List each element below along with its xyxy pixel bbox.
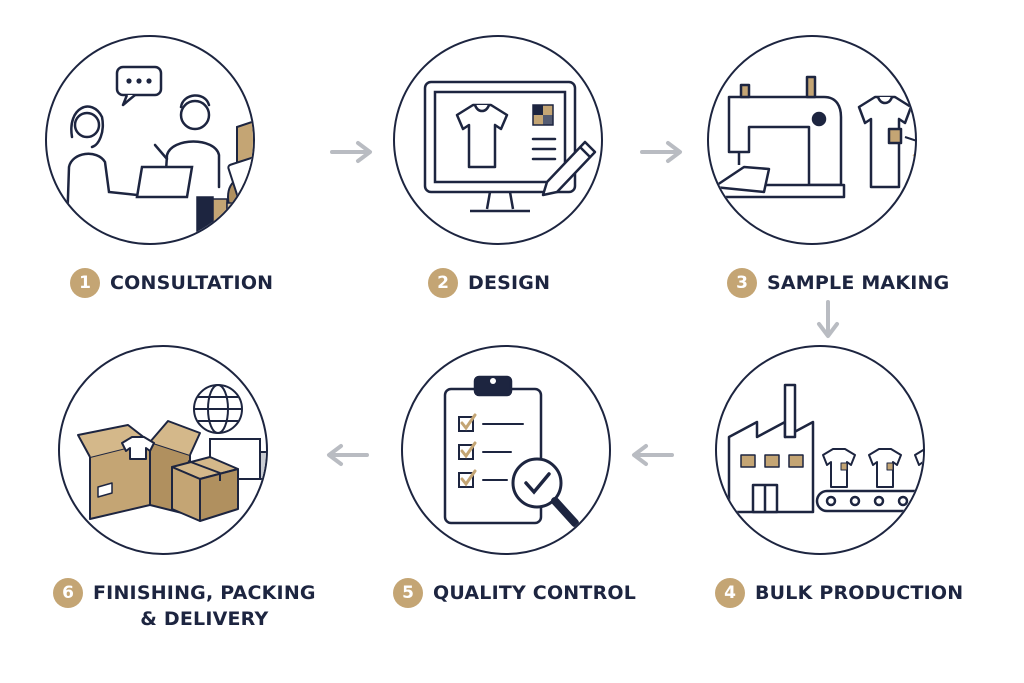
step-title-line-1: FINISHING, PACKING (93, 582, 316, 604)
step-5-label: 5 QUALITY CONTROL (393, 578, 636, 608)
sample-making-circle (707, 35, 917, 245)
sample-tshirt-icon (857, 95, 913, 189)
text-lines-icon (531, 137, 557, 161)
magnifier-check-icon (511, 457, 579, 527)
arrow-left-icon (327, 444, 369, 466)
step-title: FINISHING, PACKING & DELIVERY (93, 578, 316, 632)
pencil-icon (541, 140, 597, 197)
tshirts-on-belt-icon (822, 448, 923, 488)
laptop-icon (135, 165, 194, 199)
step-title: CONSULTATION (110, 272, 274, 294)
design-circle (393, 35, 603, 245)
sewing-machine-icon (712, 75, 846, 199)
conveyor-belt-icon (815, 489, 923, 513)
consultation-illustration (65, 65, 253, 242)
step-number-badge: 2 (428, 268, 458, 298)
open-box-icon (77, 420, 201, 520)
woman-icon (65, 105, 139, 229)
speech-bubble-icon (115, 65, 163, 107)
step-title-line-2: & DELIVERY (140, 608, 269, 630)
checklist-icon (458, 413, 524, 488)
step-2-label: 2 DESIGN (428, 268, 550, 298)
step-4-label: 4 BULK PRODUCTION (715, 578, 963, 608)
finishing-circle (58, 345, 268, 555)
man-icon (153, 94, 221, 189)
design-sketch-card-icon (227, 147, 253, 233)
arrow-left-icon (632, 444, 674, 466)
step-title: QUALITY CONTROL (433, 582, 637, 604)
pattern-paper-icon (904, 136, 915, 208)
step-number-badge: 1 (70, 268, 100, 298)
bulk-production-illustration (727, 383, 923, 514)
step-3-label: 3 SAMPLE MAKING (727, 268, 949, 298)
globe-icon (193, 384, 243, 434)
step-number-badge: 6 (53, 578, 83, 608)
arrow-down-icon (817, 300, 839, 338)
step-title: SAMPLE MAKING (767, 272, 950, 294)
design-illustration (423, 80, 597, 213)
step-number-badge: 3 (727, 268, 757, 298)
consultation-circle (45, 35, 255, 245)
bulk-production-circle (715, 345, 925, 555)
arrow-right-icon (640, 141, 682, 163)
step-1-label: 1 CONSULTATION (70, 268, 273, 298)
quality-control-illustration (443, 375, 579, 527)
step-title: BULK PRODUCTION (755, 582, 964, 604)
step-title: DESIGN (468, 272, 551, 294)
color-swatches-icon (196, 196, 242, 242)
quality-control-circle (401, 345, 611, 555)
step-number-badge: 4 (715, 578, 745, 608)
closed-box-icon (171, 456, 239, 522)
finishing-illustration (77, 384, 266, 522)
sample-making-illustration (712, 75, 915, 208)
arrow-right-icon (330, 141, 372, 163)
color-palette-icon (532, 104, 554, 126)
step-number-badge: 5 (393, 578, 423, 608)
step-6-label: 6 FINISHING, PACKING & DELIVERY (53, 578, 316, 632)
tshirt-icon (455, 103, 509, 169)
factory-icon (727, 383, 815, 514)
